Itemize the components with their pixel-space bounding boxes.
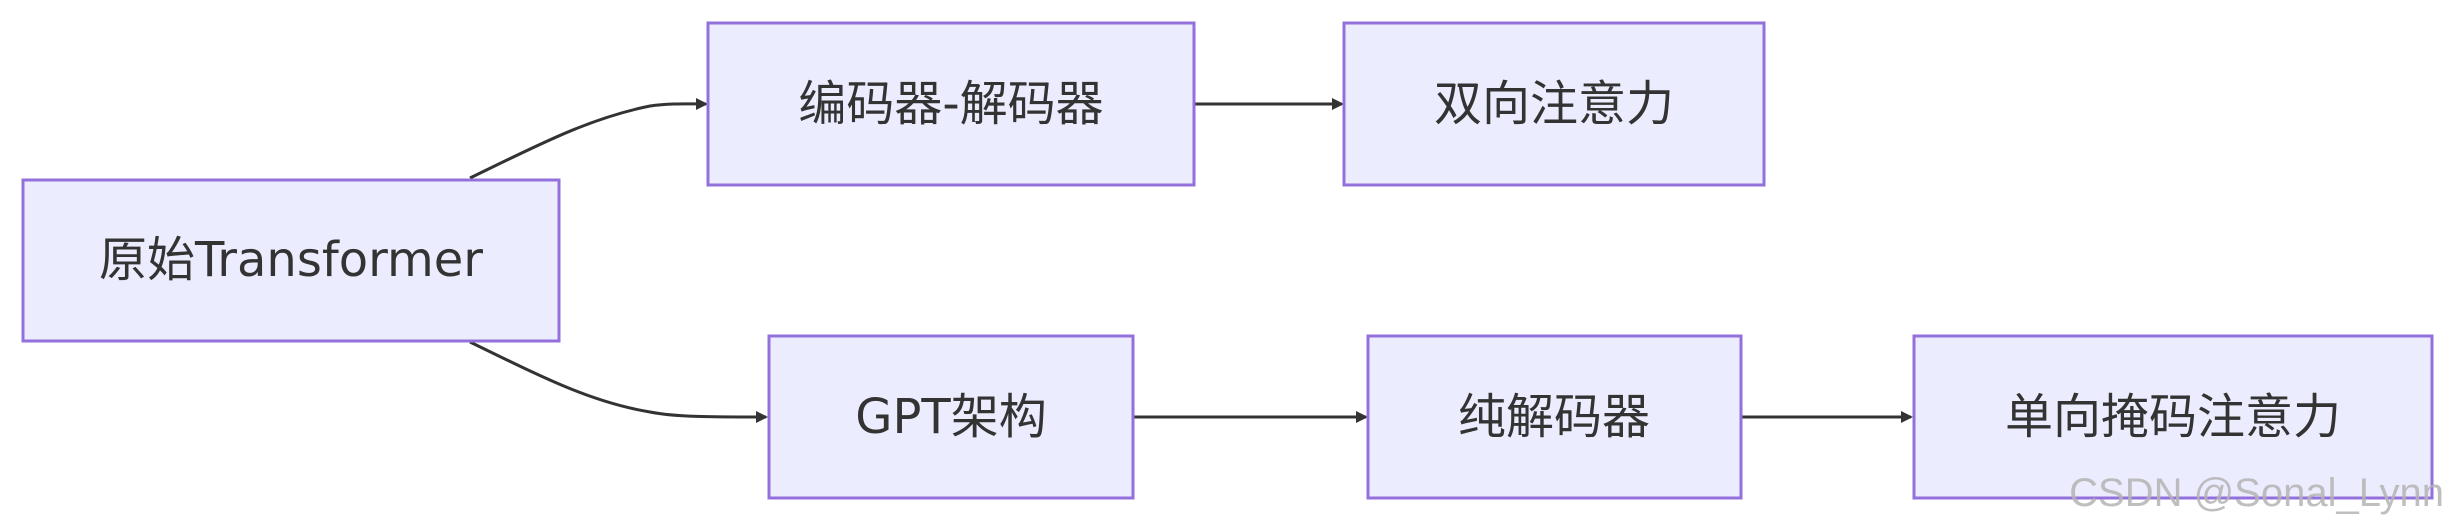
node-original-transformer: 原始Transformer — [21, 178, 561, 343]
node-unidirectional-masked-attention: 单向掩码注意力 — [1912, 334, 2434, 500]
node-bidirectional-attention: 双向注意力 — [1342, 21, 1766, 187]
edge-original-to-encoder-decoder — [469, 97, 708, 180]
node-decoder-only: 纯解码器 — [1366, 334, 1743, 500]
node-unidirectional-masked-attention-label: 单向掩码注意力 — [2005, 389, 2341, 445]
node-encoder-decoder-label: 编码器-解码器 — [798, 76, 1103, 132]
node-original-transformer-label: 原始Transformer — [99, 232, 483, 288]
edge-original-to-gpt — [469, 340, 768, 423]
node-bidirectional-attention-label: 双向注意力 — [1434, 76, 1674, 132]
watermark: CSDN @Sonal_Lynn — [2069, 471, 2444, 515]
node-gpt-architecture-label: GPT架构 — [855, 389, 1046, 445]
node-encoder-decoder: 编码器-解码器 — [706, 21, 1196, 187]
node-gpt-architecture: GPT架构 — [767, 334, 1135, 500]
node-decoder-only-label: 纯解码器 — [1458, 389, 1650, 445]
